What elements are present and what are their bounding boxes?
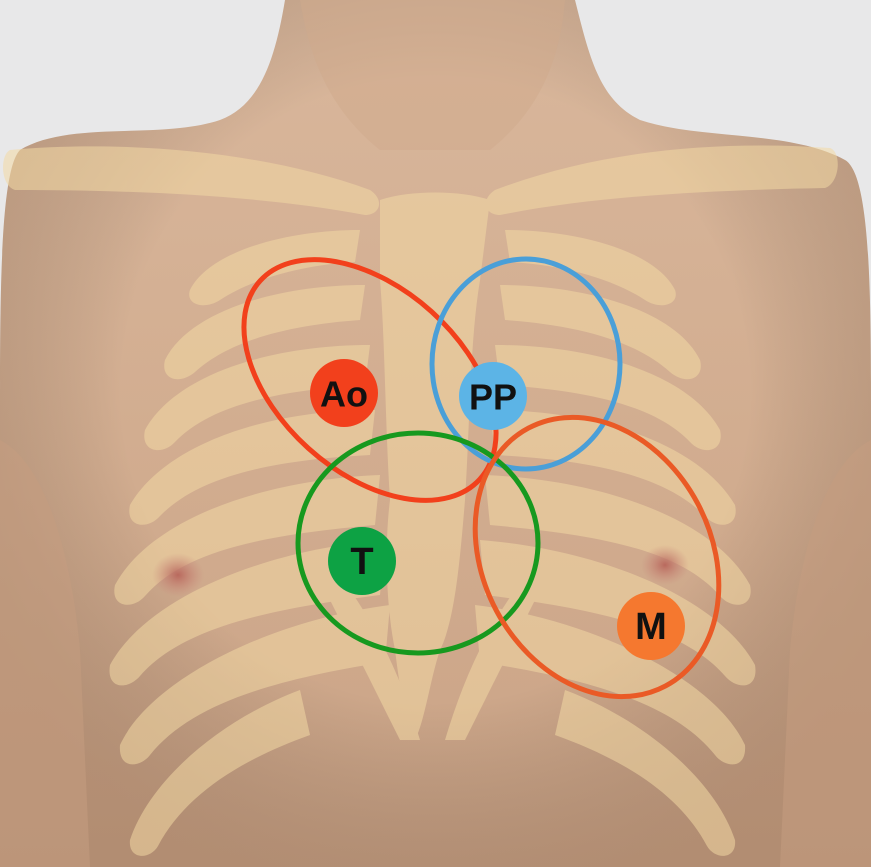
aortic-area-ring — [241, 257, 499, 503]
mitral-area-marker: M — [617, 592, 685, 660]
tricuspid-area-ring — [295, 430, 541, 656]
pulmonary-area-ring — [429, 256, 623, 472]
tricuspid-area-marker: T — [328, 527, 396, 595]
ribcage-overlay — [3, 145, 838, 856]
mitral-area-ring — [472, 414, 722, 700]
tricuspid-area-label: T — [350, 541, 373, 583]
pulmonary-area-label: PP — [469, 377, 517, 418]
pulmonary-area-marker: PP — [459, 362, 527, 430]
left-nipple — [152, 553, 204, 597]
right-nipple — [641, 545, 689, 585]
mitral-area-label: M — [635, 606, 667, 648]
aortic-area-label: Ao — [320, 374, 368, 415]
aortic-area-marker: Ao — [310, 359, 378, 427]
